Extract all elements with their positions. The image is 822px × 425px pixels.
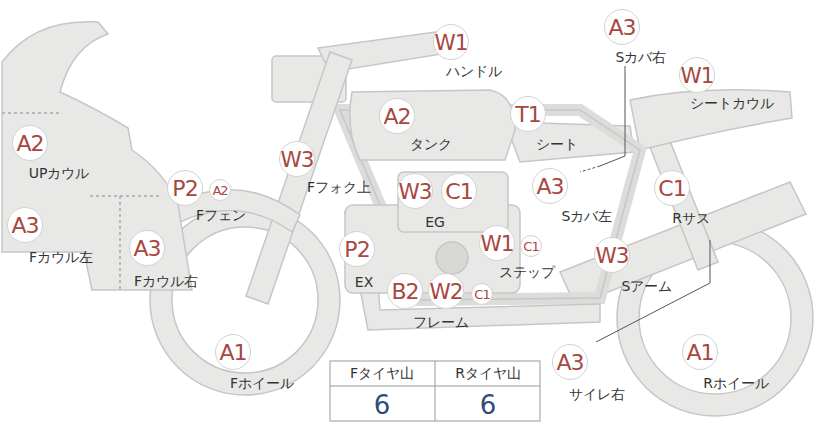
part-name: シートカウル bbox=[690, 95, 774, 113]
damage-code: B2 bbox=[388, 274, 422, 308]
part-name: Fカウル右 bbox=[134, 273, 198, 291]
part-name: Sカバ左 bbox=[562, 208, 613, 226]
damage-code-circle: A1Fホイール bbox=[215, 334, 251, 370]
part-name: Rサス bbox=[672, 210, 710, 228]
damage-code-circle: A3Fカウル左 bbox=[7, 207, 43, 243]
part-name: シート bbox=[536, 136, 578, 154]
damage-code: A3 bbox=[130, 231, 164, 265]
part-name: EX bbox=[355, 274, 373, 290]
part-name: UPカウル bbox=[29, 165, 90, 183]
damage-code: W3 bbox=[595, 238, 629, 272]
damage-code-circle: W1ステップ bbox=[479, 225, 515, 261]
damage-code-circle: P2EX bbox=[339, 231, 375, 267]
table-cell: 6 bbox=[480, 390, 497, 420]
damage-code-circle: A3Fカウル右 bbox=[129, 230, 165, 266]
damage-code-circle: A2 bbox=[209, 179, 231, 201]
damage-code: A2 bbox=[210, 180, 230, 200]
damage-code-circle: W3Sアーム bbox=[594, 237, 630, 273]
part-name: EG bbox=[425, 214, 445, 230]
damage-code: C1 bbox=[472, 284, 492, 304]
damage-code: W3 bbox=[398, 174, 432, 208]
damage-code-circle: B2 bbox=[387, 273, 423, 309]
part-name: Fカウル左 bbox=[29, 249, 93, 267]
damage-code: C1 bbox=[655, 171, 689, 205]
damage-code: W1 bbox=[434, 25, 468, 59]
damage-code: C1 bbox=[521, 236, 541, 256]
damage-code-circle: C1 bbox=[471, 283, 493, 305]
damage-code-circle: A1Rホイール bbox=[682, 334, 718, 370]
damage-code: A3 bbox=[553, 345, 587, 379]
part-name: フレーム bbox=[413, 314, 469, 332]
damage-code-circle: C1 bbox=[441, 173, 477, 209]
part-name: ハンドル bbox=[446, 63, 502, 81]
part-name: Rホイール bbox=[703, 375, 769, 393]
damage-code: A3 bbox=[605, 10, 639, 44]
part-name: タンク bbox=[410, 136, 452, 154]
damage-code: P2 bbox=[340, 232, 374, 266]
damage-code: W1 bbox=[480, 226, 514, 260]
damage-code-circle: A3サイレ右 bbox=[552, 344, 588, 380]
damage-code: A3 bbox=[8, 208, 42, 242]
part-name: Sカバ右 bbox=[616, 49, 667, 67]
damage-code-circle: W3EG bbox=[397, 173, 433, 209]
damage-code: A3 bbox=[533, 169, 567, 203]
damage-code-circle: C1Rサス bbox=[654, 170, 690, 206]
damage-code: A1 bbox=[683, 335, 717, 369]
damage-code-circle: W2フレーム bbox=[428, 273, 464, 309]
damage-code: A2 bbox=[380, 99, 414, 133]
part-name: サイレ右 bbox=[569, 386, 625, 404]
table-cell: Rタイヤ山 bbox=[455, 365, 521, 383]
part-name: Fホイール bbox=[230, 375, 294, 393]
table-cell: 6 bbox=[374, 390, 391, 420]
damage-code-circle: P2Fフェン bbox=[167, 170, 203, 206]
damage-code: C1 bbox=[442, 174, 476, 208]
damage-code: A1 bbox=[216, 335, 250, 369]
part-name: Fフォク上 bbox=[307, 179, 371, 197]
damage-code-circle: W1ハンドル bbox=[433, 24, 469, 60]
damage-code-circle: A2タンク bbox=[379, 98, 415, 134]
part-name: Fフェン bbox=[196, 207, 246, 225]
damage-code: T1 bbox=[511, 97, 545, 131]
part-name: Sアーム bbox=[622, 278, 673, 296]
damage-code-circle: T1シート bbox=[510, 96, 546, 132]
damage-code-circle: A3Sカバ左 bbox=[532, 168, 568, 204]
damage-code-circle: A3Sカバ右 bbox=[604, 9, 640, 45]
damage-code-circle: C1 bbox=[520, 235, 542, 257]
damage-code-circle: W3Fフォク上 bbox=[279, 141, 315, 177]
damage-code: W1 bbox=[680, 58, 714, 92]
damage-code: W3 bbox=[280, 142, 314, 176]
damage-code-circle: W1シートカウル bbox=[679, 57, 715, 93]
table-cell: Fタイヤ山 bbox=[350, 365, 414, 383]
part-name: ステップ bbox=[499, 264, 555, 282]
damage-code: A2 bbox=[13, 126, 47, 160]
damage-code: W2 bbox=[429, 274, 463, 308]
damage-code: P2 bbox=[168, 171, 202, 205]
damage-code-circle: A2UPカウル bbox=[12, 125, 48, 161]
